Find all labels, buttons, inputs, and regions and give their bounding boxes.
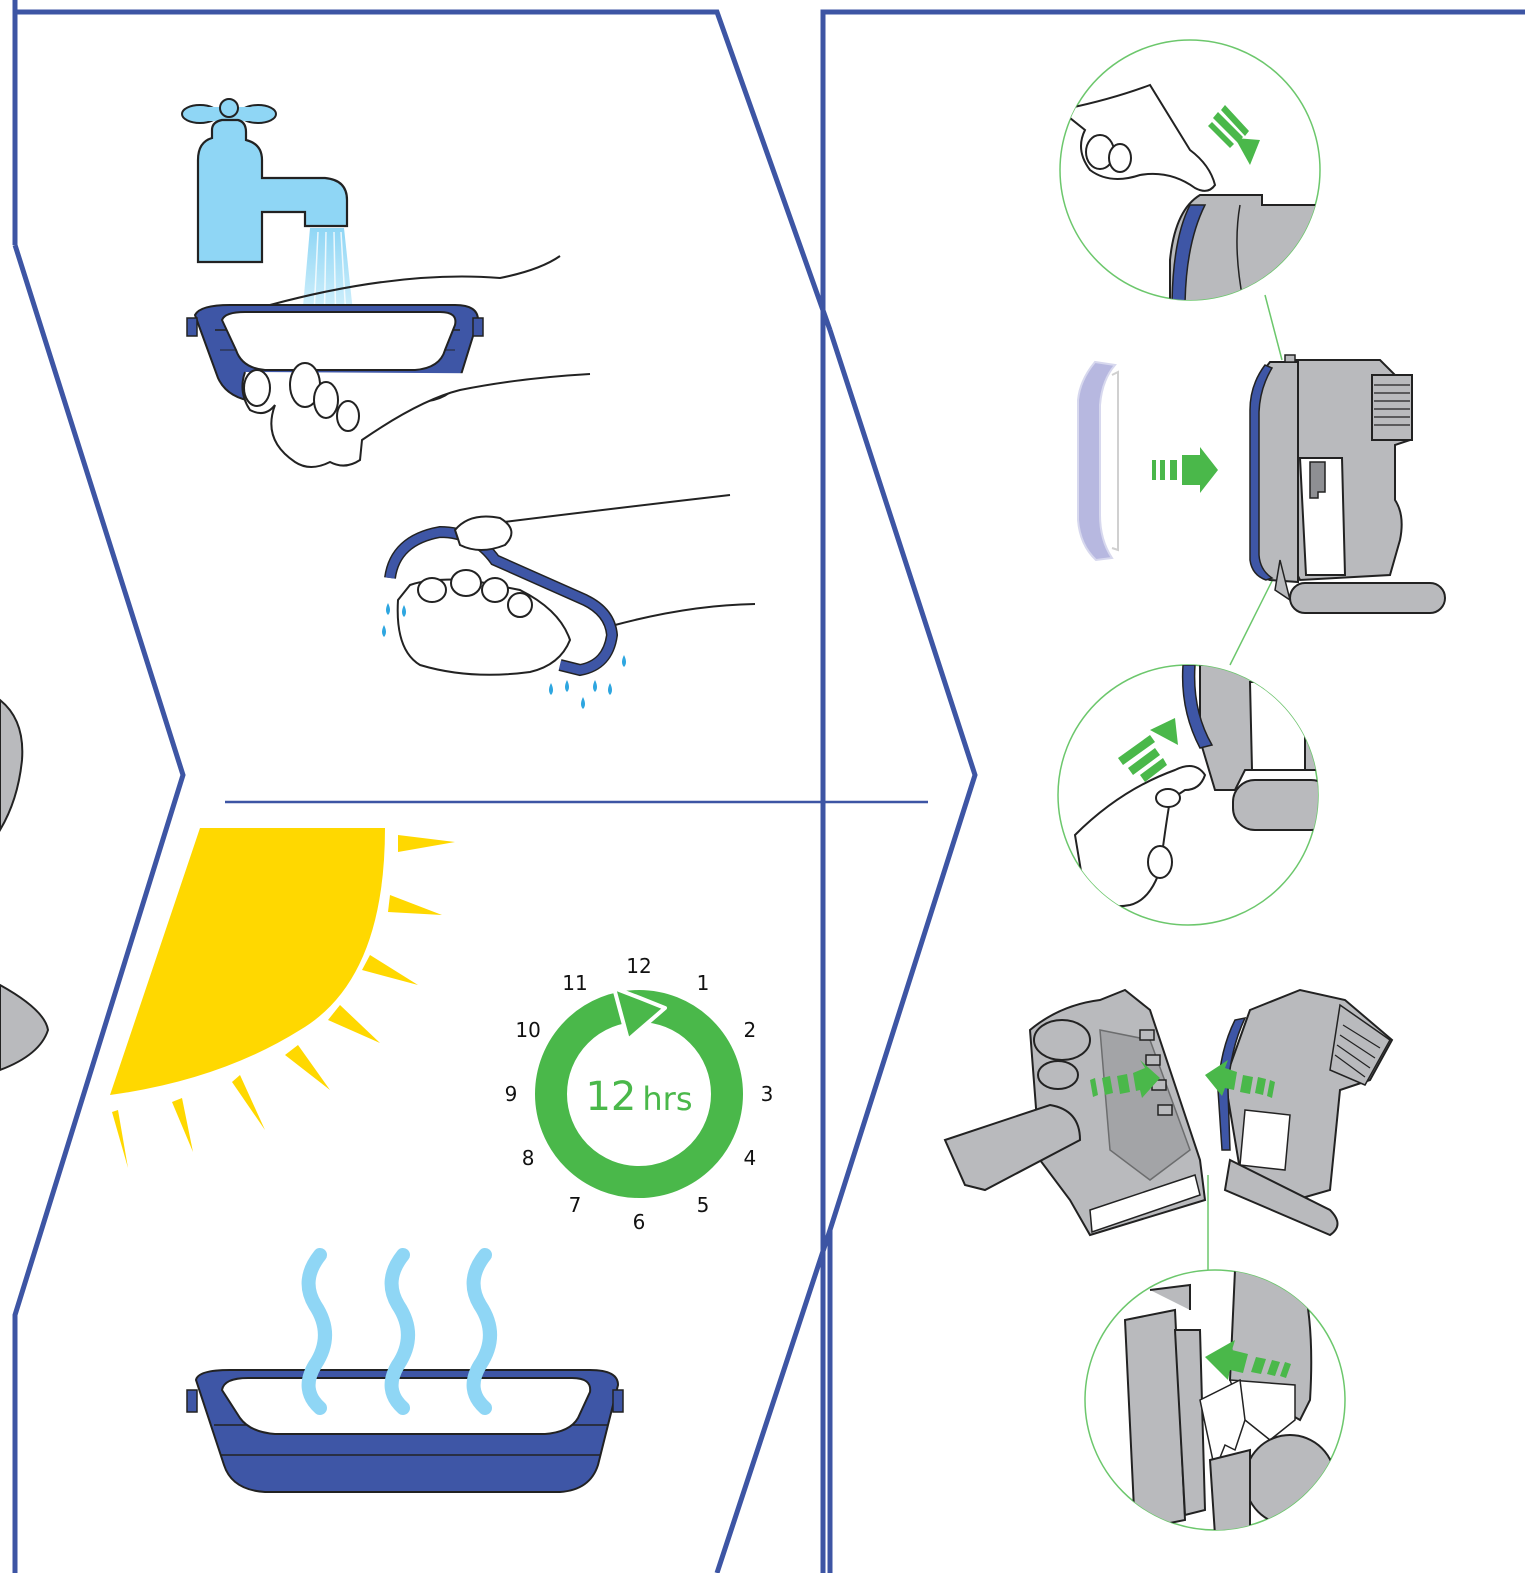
- clock-number: 8: [522, 1146, 535, 1170]
- callout-middle: [1058, 665, 1333, 925]
- edge-shape-top: [0, 700, 22, 830]
- left-edge-fragments: [0, 700, 48, 1070]
- clock: 121234567891011 12hrs: [505, 954, 774, 1234]
- clock-number: 5: [697, 1193, 710, 1217]
- callout-top: [1060, 40, 1330, 310]
- callout-bottom: [1085, 1270, 1345, 1535]
- clock-number: 6: [633, 1210, 646, 1234]
- clock-number: 11: [562, 971, 587, 995]
- clock-number: 2: [744, 1018, 757, 1042]
- clock-number: 12: [626, 954, 651, 978]
- clock-number: 4: [744, 1146, 757, 1170]
- sun-icon: [110, 828, 455, 1168]
- clock-number: 10: [515, 1018, 540, 1042]
- clock-number: 1: [697, 971, 710, 995]
- clock-number: 3: [761, 1082, 774, 1106]
- filter-drying: [187, 1365, 623, 1492]
- clock-number: 7: [569, 1193, 582, 1217]
- hand-holding-filter: [187, 256, 590, 467]
- edge-shape-bottom: [0, 985, 48, 1070]
- clock-duration-unit: hrs: [642, 1080, 692, 1118]
- vacuum-body-side: [1250, 355, 1445, 613]
- clock-duration-value: 12: [585, 1074, 636, 1120]
- vacuum-halves-joining: [945, 990, 1392, 1235]
- hand-squeezing-filter: [382, 495, 755, 709]
- clock-number: 9: [505, 1082, 518, 1106]
- clock-duration: 12hrs: [585, 1074, 692, 1120]
- push-arrow-icon: [1152, 447, 1218, 493]
- filter-ghost: [1078, 362, 1118, 560]
